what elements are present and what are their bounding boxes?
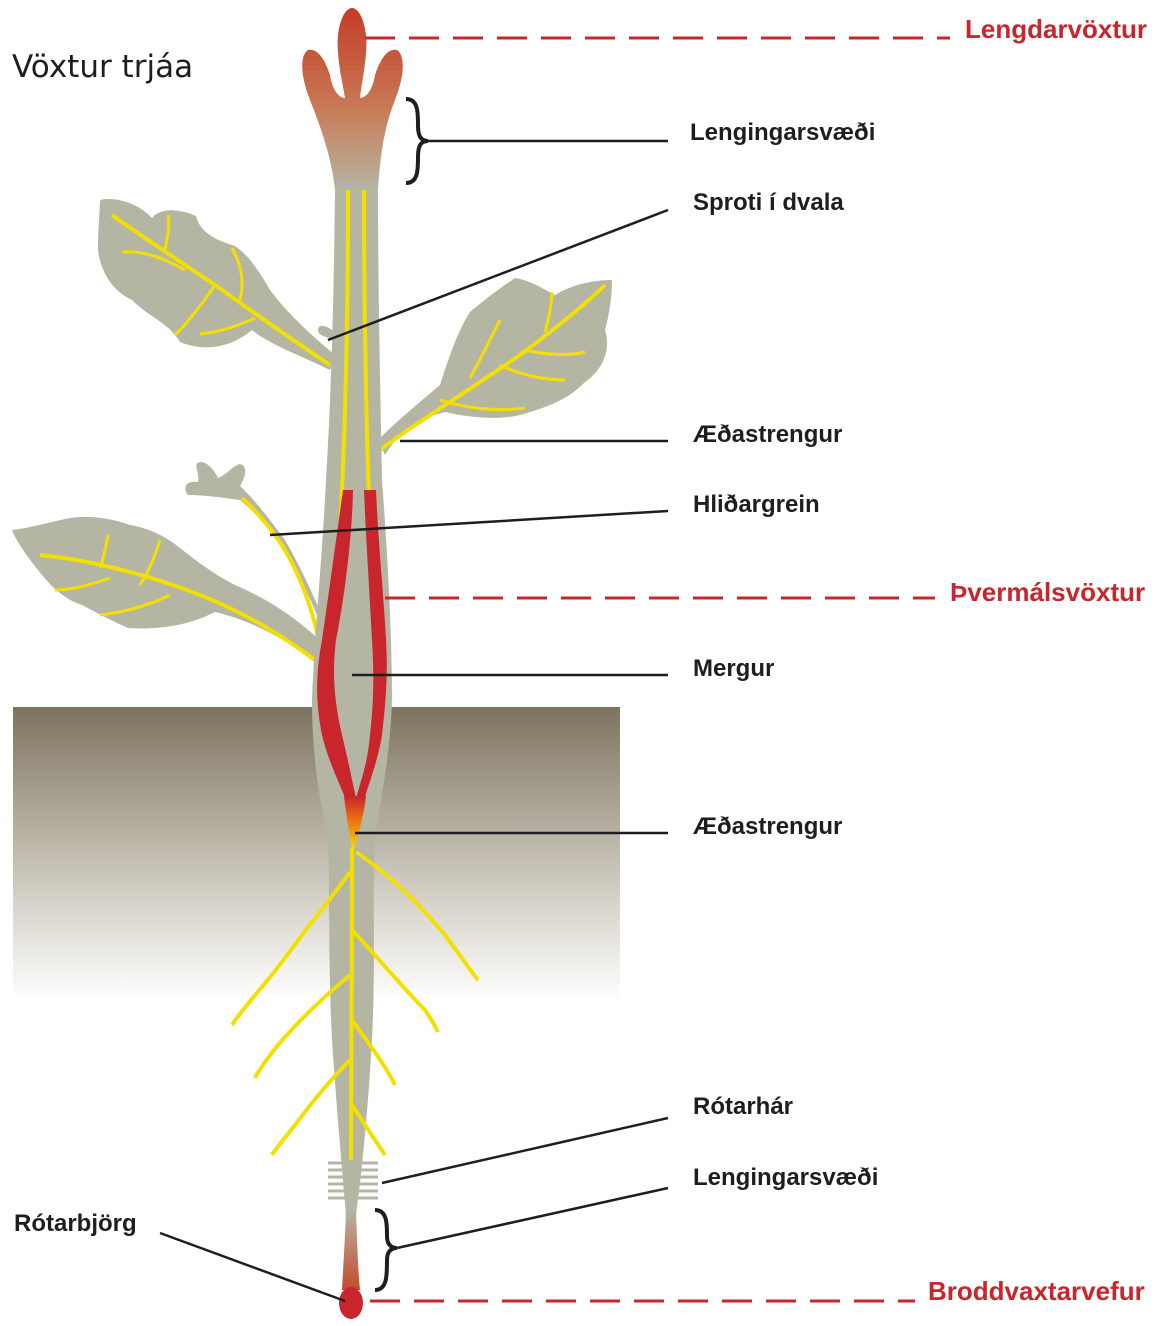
brace-bottom [375, 1210, 397, 1290]
label-lengingarsvaedi-top: Lengingarsvæði [690, 121, 875, 145]
label-aedastrengur-top: Æðastrengur [693, 423, 842, 447]
brace-top [406, 99, 428, 183]
shoot-tip [302, 8, 403, 190]
label-rotarbjorg: Rótarbjörg [14, 1212, 137, 1236]
diagram-title: Vöxtur trjáa [12, 52, 193, 83]
label-mergur: Mergur [693, 657, 774, 681]
level-lines [365, 38, 950, 1301]
label-lengingarsvaedi-bottom: Lengingarsvæði [693, 1166, 878, 1190]
leaf-upper-right [378, 278, 612, 455]
label-aedastrengur-bottom: Æðastrengur [693, 815, 842, 839]
label-rotarhar: Rótarhár [693, 1095, 793, 1119]
label-thvermalsvoxtur: Þvermálsvöxtur [950, 579, 1145, 605]
label-broddvaxtarvefur: Broddvaxtarvefur [928, 1278, 1145, 1304]
leaf-upper-left [98, 199, 335, 370]
label-sproti: Sproti í dvala [693, 191, 844, 215]
label-lengdarvoxtur: Lengdarvöxtur [965, 16, 1147, 42]
root-cap [339, 1287, 363, 1319]
root-tip [342, 1210, 360, 1290]
label-hlidargrein: Hliðargrein [693, 493, 820, 517]
